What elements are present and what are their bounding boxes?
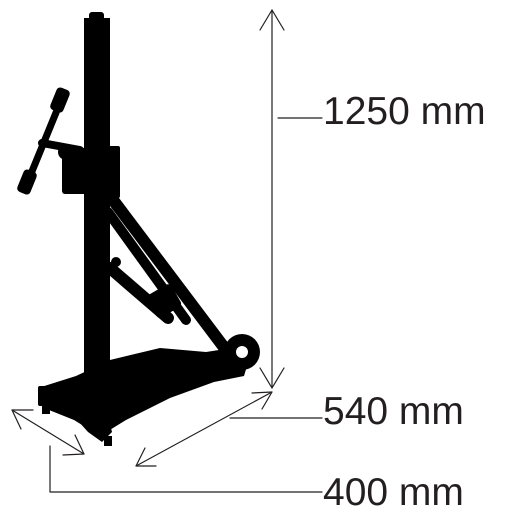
- depth-arrowhead-bottom: [135, 447, 157, 467]
- feed-handle-knob-bottom: [17, 169, 37, 195]
- feed-handle-hub: [58, 144, 74, 160]
- column: [84, 18, 110, 390]
- depth-label: 540 mm: [323, 390, 464, 433]
- base-front: [68, 384, 112, 442]
- width-leader: [49, 445, 323, 493]
- width-dimension-line: [11, 409, 85, 455]
- feed-handle-knob-top: [50, 87, 70, 113]
- base-left-edge: [38, 386, 68, 406]
- height-arrowhead-top: [259, 9, 285, 31]
- dimension-lines: [11, 9, 323, 493]
- levelling-foot-front: [104, 436, 112, 446]
- wheel-hub: [236, 346, 248, 358]
- depth-arrowhead-top: [251, 391, 273, 410]
- height-label: 1250 mm: [323, 90, 486, 133]
- depth-dimension-line: [135, 391, 273, 467]
- width-arrowhead-right: [62, 434, 85, 456]
- brace-clamp: [146, 284, 182, 318]
- support-brace-outer: [98, 182, 232, 356]
- width-arrowhead-left: [11, 409, 34, 430]
- levelling-foot-left: [42, 404, 50, 414]
- width-label: 400 mm: [323, 471, 464, 514]
- column-knob: [111, 257, 121, 267]
- height-arrowhead-bottom: [259, 367, 285, 389]
- drill-stand-silhouette: [17, 12, 260, 446]
